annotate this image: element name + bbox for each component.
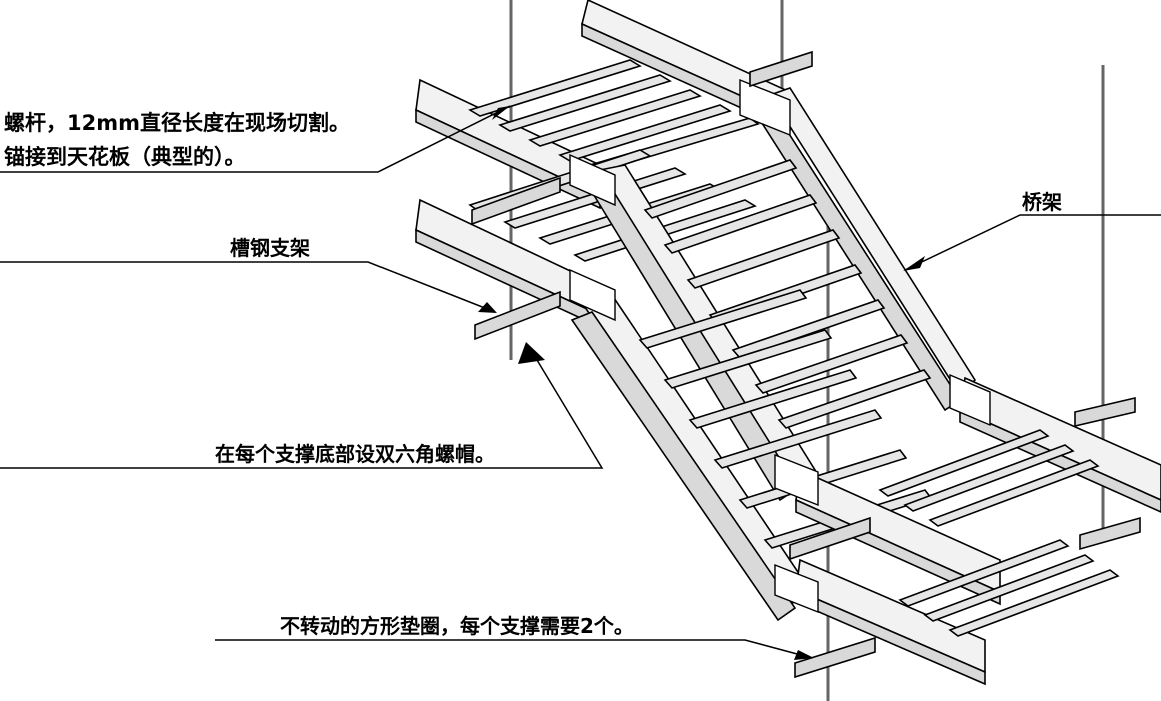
- splice-plates: [569, 78, 991, 614]
- splice-plate: [569, 268, 616, 322]
- channel-support-leader: [0, 261, 496, 313]
- splice-plate: [569, 153, 616, 207]
- channel-bracket: [1074, 396, 1136, 428]
- arrowheads: [478, 106, 925, 660]
- cable-tray-label: 桥架: [1022, 190, 1062, 214]
- channel-bracket: [1079, 516, 1141, 551]
- channel-bracket: [749, 50, 813, 88]
- channel-supports: [471, 50, 1141, 679]
- splice-plate: [949, 373, 991, 427]
- channel-support-label: 槽钢支架: [230, 236, 310, 260]
- channel-bracket: [789, 516, 871, 561]
- channel-bracket: [474, 290, 561, 341]
- splice-plate: [774, 563, 819, 614]
- channel-bracket: [471, 176, 561, 226]
- washer-leader: [215, 639, 813, 659]
- washer-label: 不转动的方形垫圈，每个支撑需要2个。: [280, 614, 634, 638]
- double-nut-leader: [0, 344, 604, 469]
- arrowhead: [518, 342, 545, 364]
- arrowhead: [903, 256, 925, 271]
- splice-plate: [774, 453, 819, 507]
- rod-leader: [0, 105, 511, 173]
- rod-label: 螺杆，12mm直径长度在现场切割。锚接到天花板（典型的）。: [4, 111, 350, 169]
- splice-plate: [739, 78, 791, 137]
- arrowhead: [794, 650, 814, 660]
- arrowhead: [492, 106, 510, 120]
- cable-tray-leader: [904, 214, 1161, 271]
- leader-lines: [0, 105, 1161, 659]
- channel-bracket: [794, 636, 876, 679]
- double-nut-label: 在每个支撑底部设双六角螺帽。: [215, 442, 495, 466]
- arrowhead: [478, 302, 497, 313]
- upper-horizontal-tray: [415, 0, 791, 210]
